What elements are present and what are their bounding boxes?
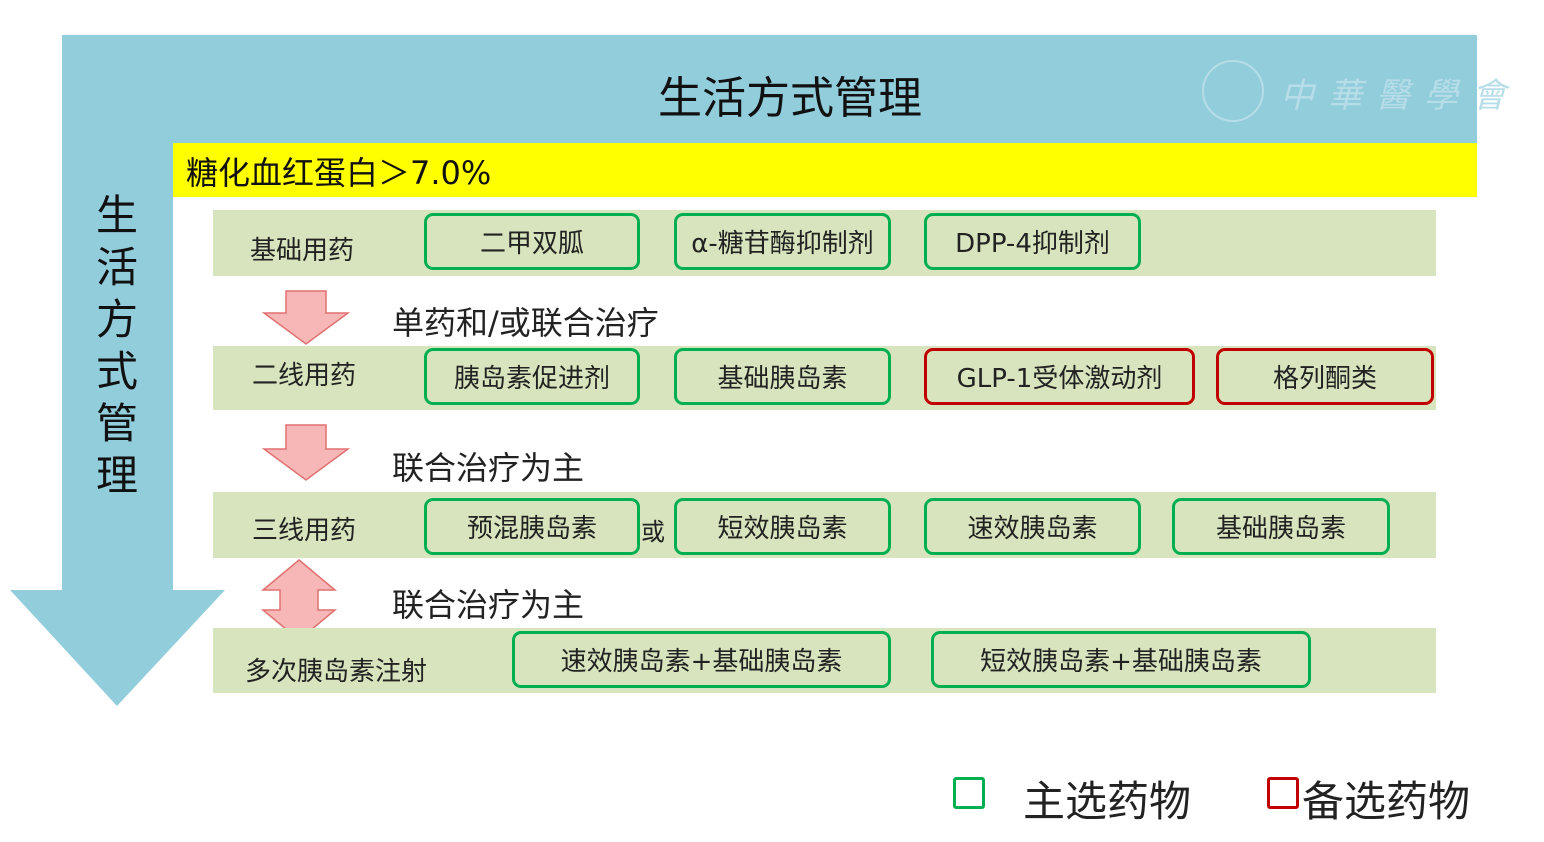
drug-box: 速效胰岛素+基础胰岛素 xyxy=(512,631,891,688)
down-arrow-2 xyxy=(261,424,351,481)
association-seal-logo xyxy=(1202,60,1264,122)
threshold-bar xyxy=(173,143,1477,197)
transition-label: 联合治疗为主 xyxy=(392,586,585,624)
legend-alternative-swatch xyxy=(1267,777,1299,809)
drug-box: 二甲双胍 xyxy=(424,213,640,270)
row-label: 二线用药 xyxy=(252,361,357,391)
drug-box-alternative: GLP-1受体激动剂 xyxy=(924,348,1195,405)
drug-box-alternative: 格列酮类 xyxy=(1216,348,1434,405)
down-arrow-1 xyxy=(261,290,351,345)
drug-box: 短效胰岛素+基础胰岛素 xyxy=(931,631,1311,688)
side-title: 生活方式管理 xyxy=(95,191,138,500)
drug-box: 基础胰岛素 xyxy=(1172,498,1390,555)
threshold-label: 糖化血红蛋白＞7.0% xyxy=(186,154,492,192)
drug-box: α-糖苷酶抑制剂 xyxy=(674,213,891,270)
transition-label: 联合治疗为主 xyxy=(392,449,585,487)
legend-alternative-label: 备选药物 xyxy=(1302,777,1471,826)
transition-label: 单药和/或联合治疗 xyxy=(392,304,659,342)
row-label: 基础用药 xyxy=(250,236,355,266)
row-label: 多次胰岛素注射 xyxy=(245,657,428,687)
legend-primary-swatch xyxy=(953,777,985,809)
row-label: 三线用药 xyxy=(252,516,357,546)
drug-box: DPP-4抑制剂 xyxy=(924,213,1141,270)
drug-box: 预混胰岛素 xyxy=(424,498,640,555)
drug-box: 短效胰岛素 xyxy=(674,498,891,555)
or-label: 或 xyxy=(641,518,665,546)
drug-box: 胰岛素促进剂 xyxy=(424,348,640,405)
drug-box: 基础胰岛素 xyxy=(674,348,891,405)
watermark: 中華醫學會 xyxy=(1280,76,1520,116)
page-title: 生活方式管理 xyxy=(658,73,922,124)
drug-box: 速效胰岛素 xyxy=(924,498,1141,555)
legend-primary-label: 主选药物 xyxy=(1023,777,1192,826)
